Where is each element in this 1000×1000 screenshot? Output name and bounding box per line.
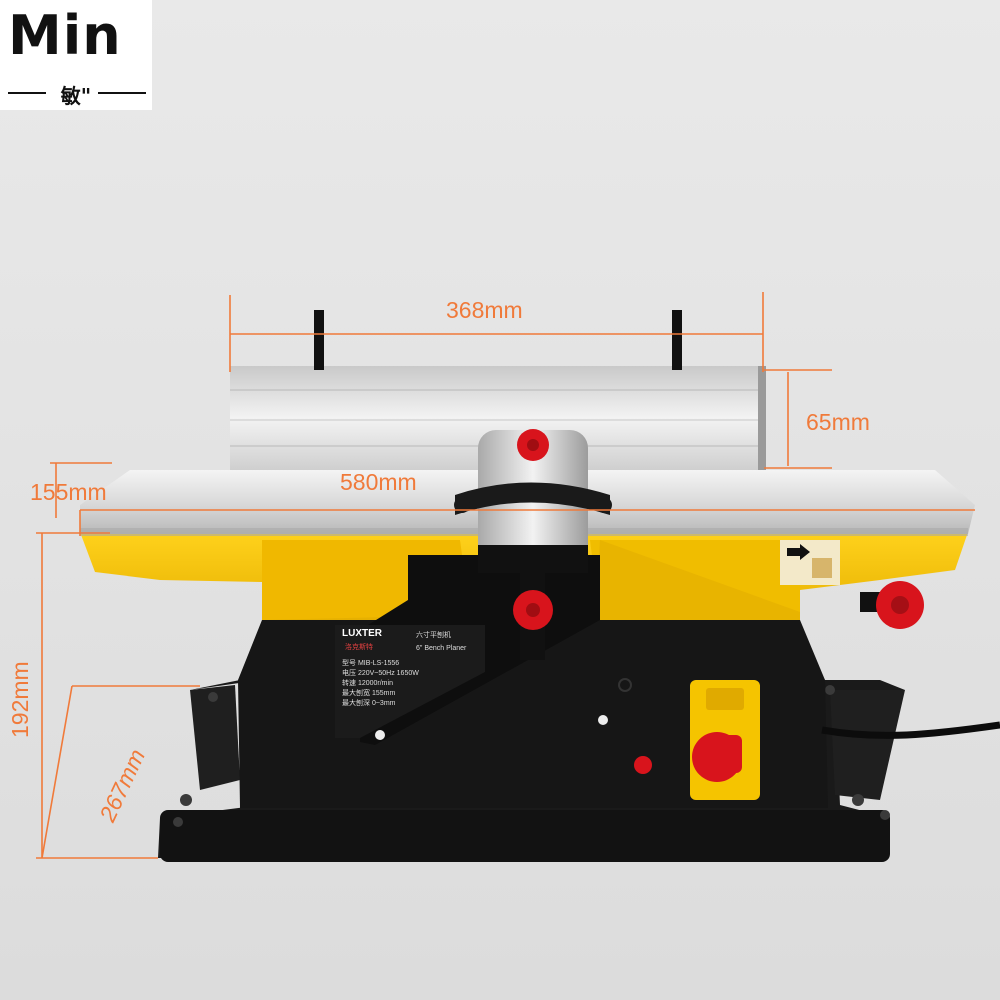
logo-subtext: 敏" [60, 84, 92, 108]
cutter-guard [454, 430, 612, 660]
nameplate-brand: LUXTER [342, 628, 382, 639]
logo-divider-right [98, 92, 146, 94]
nameplate-row: 电压 220V~50Hz 1650W [342, 670, 419, 677]
nameplate-title-en: 6" Bench Planer [416, 645, 467, 652]
red-knob-front [513, 590, 553, 630]
dimension-height: 192mm [7, 661, 33, 738]
dimension-table-length: 580mm [340, 469, 417, 495]
nameplate-row: 型号 MIB-LS-1556 [342, 660, 400, 667]
feed-direction-label [780, 540, 840, 585]
logo-divider-left [8, 92, 46, 94]
nameplate-row: 转速 12000r/min [342, 680, 393, 687]
dimension-width-fence: 368mm [446, 297, 523, 323]
reset-button [634, 756, 652, 774]
dimension-table-width: 155mm [30, 479, 107, 505]
power-cord [821, 721, 1000, 739]
nameplate-plate [335, 625, 485, 738]
logo-text: Min [8, 4, 122, 67]
dimension-fence-height: 65mm [806, 409, 870, 435]
nameplate-title-cn: 六寸平刨机 [416, 632, 451, 639]
red-knob-top [517, 429, 549, 461]
nameplate-row: 最大刨宽 155mm [342, 690, 396, 697]
red-knob-side [860, 581, 924, 629]
nameplate-brand-cn: 洛克斯特 [345, 644, 373, 651]
dimension-lines [36, 292, 975, 859]
power-switch [690, 680, 760, 800]
logo: Min 敏" [0, 0, 152, 110]
nameplate-row: 最大刨深 0~3mm [342, 700, 396, 707]
